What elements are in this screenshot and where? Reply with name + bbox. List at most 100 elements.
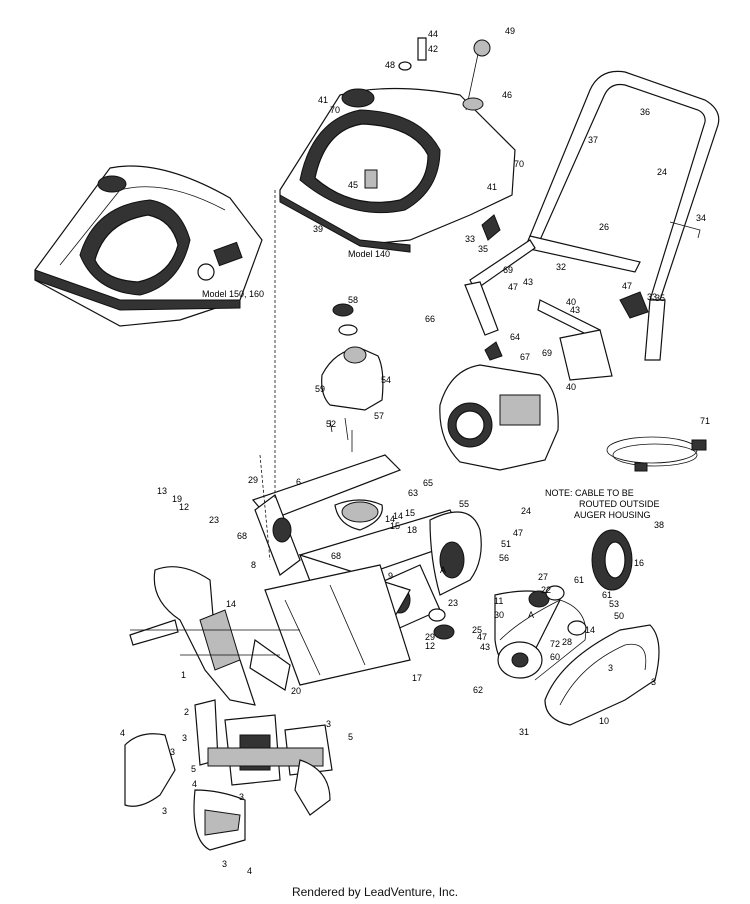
callout-60: 60 <box>550 652 560 662</box>
reference-letter-a-left: A <box>440 565 446 575</box>
shroud-model-150-160 <box>34 165 263 327</box>
callout-47: 47 <box>622 281 632 291</box>
callout-43: 43 <box>570 305 580 315</box>
model-140-label: Model 140 <box>348 249 390 259</box>
callout-34: 34 <box>696 213 706 223</box>
callout-4: 4 <box>247 866 252 876</box>
callout-16: 16 <box>634 558 644 568</box>
callout-62: 62 <box>473 685 483 695</box>
callout-68: 68 <box>331 551 341 561</box>
callout-67: 67 <box>520 352 530 362</box>
callout-15: 15 <box>390 521 400 531</box>
auger-left-assembly <box>129 566 291 706</box>
callout-28: 28 <box>562 637 572 647</box>
callout-46: 46 <box>502 90 512 100</box>
callout-2: 2 <box>184 707 189 717</box>
callout-10: 10 <box>599 716 609 726</box>
callout-35: 35 <box>655 293 665 303</box>
callout-25: 25 <box>472 625 482 635</box>
callout-49: 49 <box>505 26 515 36</box>
callout-38: 38 <box>654 520 664 530</box>
callout-72: 72 <box>550 639 560 649</box>
callout-29: 29 <box>248 475 258 485</box>
callout-43: 43 <box>480 642 490 652</box>
callout-27: 27 <box>538 572 548 582</box>
callout-9: 9 <box>388 571 393 581</box>
callout-18: 18 <box>407 525 417 535</box>
callout-30: 30 <box>494 610 504 620</box>
note-line-3: AUGER HOUSING <box>574 510 651 520</box>
callout-61: 61 <box>574 575 584 585</box>
callout-55: 55 <box>459 499 469 509</box>
callout-47: 47 <box>477 632 487 642</box>
callout-64: 64 <box>510 332 520 342</box>
callout-3: 3 <box>608 663 613 673</box>
shroud-model-140 <box>279 87 516 253</box>
callout-14: 14 <box>226 599 236 609</box>
callout-68: 68 <box>237 531 247 541</box>
callout-59: 59 <box>315 384 325 394</box>
callout-3: 3 <box>651 677 656 687</box>
wheel <box>591 529 633 591</box>
fuel-tank <box>321 303 384 452</box>
callout-37: 37 <box>588 135 598 145</box>
belt-cover <box>544 624 660 726</box>
callout-15: 15 <box>405 508 415 518</box>
callout-3: 3 <box>170 747 175 757</box>
callout-53: 53 <box>609 599 619 609</box>
callout-4: 4 <box>120 728 125 738</box>
callout-26: 26 <box>599 222 609 232</box>
auger-flights-exploded <box>124 699 333 851</box>
callout-3: 3 <box>239 792 244 802</box>
callout-14: 14 <box>393 511 403 521</box>
callout-1: 1 <box>181 670 186 680</box>
callout-32: 32 <box>556 262 566 272</box>
callout-63: 63 <box>408 488 418 498</box>
callout-35: 35 <box>478 244 488 254</box>
callout-39: 39 <box>313 224 323 234</box>
callout-41: 41 <box>487 182 497 192</box>
callout-20: 20 <box>291 686 301 696</box>
callout-3: 3 <box>182 733 187 743</box>
callout-3: 3 <box>222 859 227 869</box>
callout-23: 23 <box>448 598 458 608</box>
shave-plate <box>264 564 411 686</box>
callout-3: 3 <box>326 719 331 729</box>
callout-65: 65 <box>423 478 433 488</box>
callout-61: 61 <box>602 590 612 600</box>
callout-40: 40 <box>566 297 576 307</box>
callout-8: 8 <box>251 560 256 570</box>
callout-50: 50 <box>614 611 624 621</box>
callout-33: 33 <box>647 292 657 302</box>
callout-71: 71 <box>700 416 710 426</box>
reference-letter-a-right: A <box>528 610 534 620</box>
callout-22: 22 <box>541 585 551 595</box>
callout-4: 4 <box>192 779 197 789</box>
handle-assembly <box>464 70 720 381</box>
callout-47: 47 <box>508 282 518 292</box>
note-line-2: ROUTED OUTSIDE <box>579 499 660 509</box>
callout-51: 51 <box>501 539 511 549</box>
callout-69: 69 <box>503 265 513 275</box>
callout-57: 57 <box>374 411 384 421</box>
callout-36: 36 <box>640 107 650 117</box>
callout-42: 42 <box>428 44 438 54</box>
engine <box>439 341 559 471</box>
callout-29: 29 <box>425 632 435 642</box>
reference-lines <box>130 190 300 656</box>
callout-24: 24 <box>657 167 667 177</box>
callout-69: 69 <box>542 348 552 358</box>
belt-drive <box>428 585 587 681</box>
callout-33: 33 <box>465 234 475 244</box>
callout-12: 12 <box>425 641 435 651</box>
callout-5: 5 <box>348 732 353 742</box>
callout-70: 70 <box>330 105 340 115</box>
auger-housing <box>251 454 482 631</box>
callout-45: 45 <box>348 180 358 190</box>
key-and-caps <box>398 37 491 111</box>
callout-41: 41 <box>318 95 328 105</box>
callout-47: 47 <box>513 528 523 538</box>
callout-14: 14 <box>385 514 395 524</box>
